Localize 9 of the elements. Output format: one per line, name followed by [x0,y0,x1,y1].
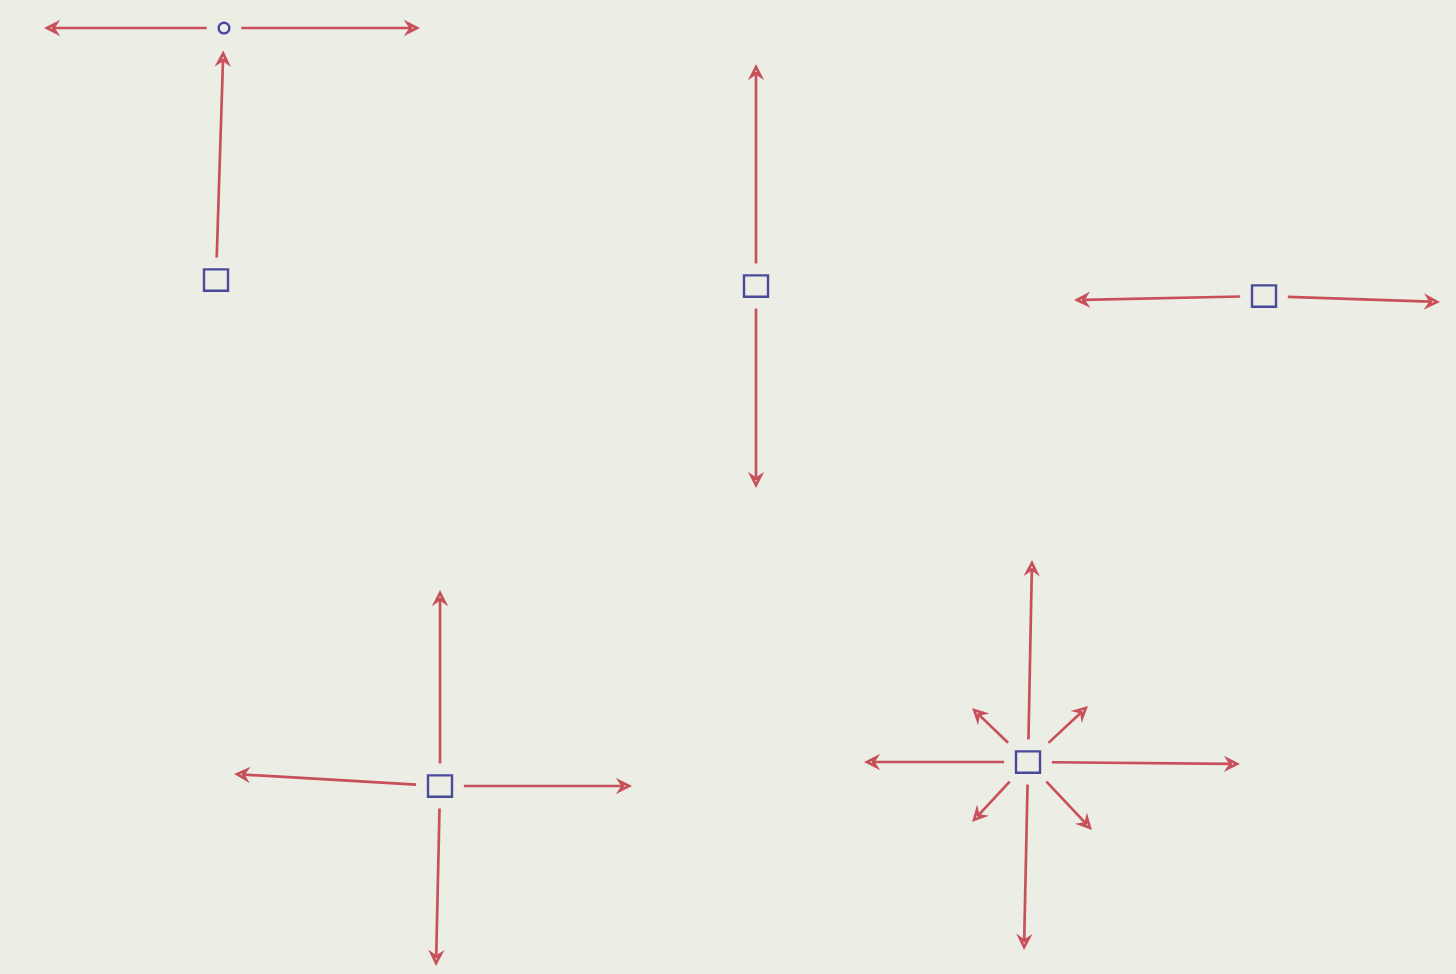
square-node [1014,750,1042,774]
square-node [1250,284,1278,308]
arrow [1047,706,1088,744]
square-node [202,268,230,292]
arrow [972,780,1011,822]
arrow [1045,780,1092,830]
arrow [972,708,1009,744]
square-node [742,274,770,298]
square-node [426,774,454,798]
